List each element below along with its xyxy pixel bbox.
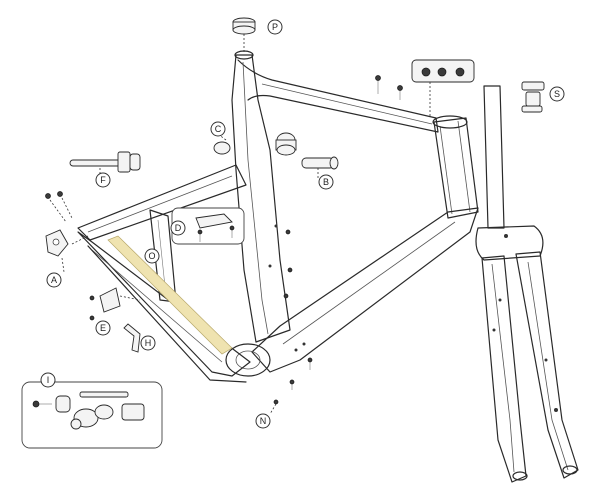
head-tube bbox=[433, 117, 479, 219]
thru-axle-part bbox=[69, 151, 141, 176]
callout-e: E bbox=[95, 320, 111, 336]
callout-p-label: P bbox=[272, 22, 278, 32]
dropout-screws bbox=[45, 191, 73, 223]
callout-o-label: O bbox=[148, 251, 155, 261]
bracket-part bbox=[123, 323, 141, 353]
callout-d-label: D bbox=[175, 223, 182, 233]
chainstay-protector bbox=[107, 235, 233, 355]
callout-s-label: S bbox=[554, 89, 560, 99]
callout-n: N bbox=[255, 413, 271, 429]
callout-e-label: E bbox=[100, 323, 106, 333]
seatpost-clamp-part bbox=[232, 17, 256, 52]
chain-stay bbox=[77, 231, 251, 377]
bottom-bracket bbox=[225, 343, 271, 377]
brake-mount-part bbox=[171, 207, 245, 245]
callout-s: S bbox=[549, 86, 565, 102]
cable-guide-part bbox=[89, 287, 141, 321]
headset-bolts bbox=[375, 59, 475, 118]
callout-f: F bbox=[95, 172, 111, 188]
bottom-bracket-kit-inset bbox=[21, 381, 163, 449]
seat-tube-plug bbox=[275, 132, 297, 156]
frame bbox=[77, 50, 479, 383]
callout-c-label: C bbox=[215, 124, 222, 134]
fork-leg-left bbox=[481, 255, 527, 483]
bearing-cup-part bbox=[213, 133, 231, 155]
insert-part bbox=[301, 156, 339, 178]
top-tube bbox=[237, 59, 439, 133]
headset-bearing-part bbox=[521, 81, 545, 113]
callout-f-label: F bbox=[100, 175, 106, 185]
callout-i: I bbox=[40, 372, 56, 388]
fork-leg-right bbox=[515, 251, 579, 479]
fork-steerer bbox=[483, 85, 505, 229]
callout-n-label: N bbox=[260, 416, 267, 426]
callout-o: O bbox=[144, 248, 160, 264]
callout-p: P bbox=[267, 19, 283, 35]
fork-crown bbox=[475, 225, 544, 261]
fork bbox=[475, 85, 579, 483]
callout-a-label: A bbox=[51, 275, 57, 285]
seat-tube bbox=[231, 54, 291, 343]
callout-b-label: B bbox=[323, 177, 329, 187]
frame-screws bbox=[269, 229, 313, 415]
callout-h: H bbox=[140, 335, 156, 351]
callout-c: C bbox=[210, 121, 226, 137]
down-tube bbox=[251, 207, 479, 373]
callout-a: A bbox=[46, 272, 62, 288]
callout-d: D bbox=[170, 220, 186, 236]
callout-b: B bbox=[318, 174, 334, 190]
callout-i-label: I bbox=[47, 375, 50, 385]
callout-h-label: H bbox=[145, 338, 152, 348]
derailleur-hanger-part bbox=[45, 229, 89, 273]
